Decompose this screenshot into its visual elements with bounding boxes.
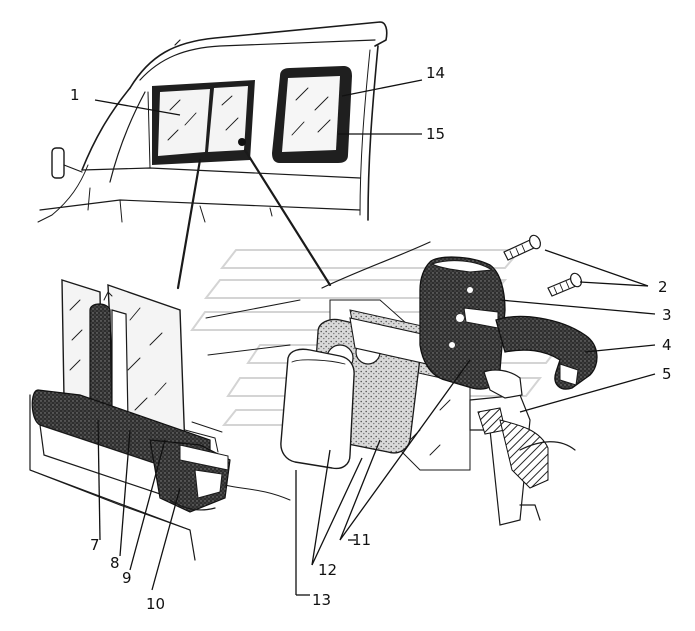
callout-13: 13	[312, 591, 331, 609]
callout-14: 14	[426, 64, 445, 82]
callout-labels: 1 2 3 4 5 7 8 9 10 11 12 13 14 15	[70, 64, 672, 613]
screw-upper	[503, 234, 542, 261]
fixed-window-14	[272, 66, 352, 163]
cab-overview	[37, 21, 388, 223]
callout-8: 8	[110, 554, 120, 572]
callout-11: 11	[352, 531, 371, 549]
latch-exploded-view	[205, 234, 598, 526]
sliding-window-1	[152, 80, 255, 165]
projection-line-left	[176, 158, 202, 290]
callout-3: 3	[662, 306, 672, 324]
callout-1: 1	[70, 86, 80, 104]
callout-12: 12	[318, 561, 337, 579]
callout-10: 10	[146, 595, 165, 613]
callout-2: 2	[658, 278, 668, 296]
callout-5: 5	[662, 365, 672, 383]
callout-9: 9	[122, 569, 132, 587]
callout-7: 7	[90, 536, 100, 554]
callout-4: 4	[662, 336, 672, 354]
projection-line-right	[243, 148, 332, 287]
projection-line-upper	[321, 241, 431, 289]
window-channel-section	[29, 279, 291, 561]
leader-lines	[94, 79, 656, 596]
screw-lower	[547, 272, 583, 297]
callout-15: 15	[426, 125, 445, 143]
